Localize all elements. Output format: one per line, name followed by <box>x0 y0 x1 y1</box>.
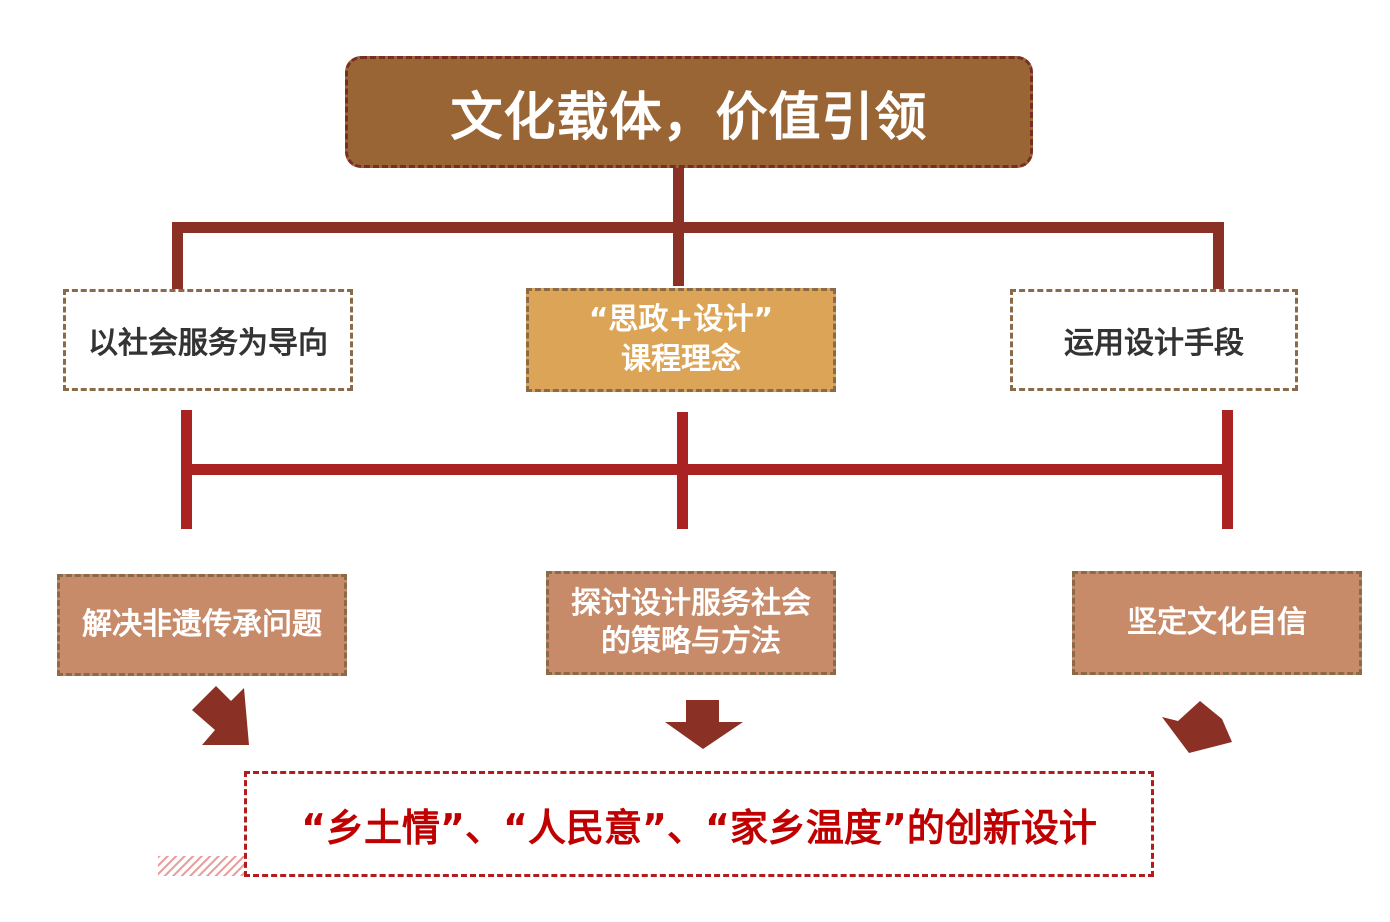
concept-node-center: “思政+设计” 课程理念 <box>526 288 836 392</box>
title-box: 文化载体，价值引领 <box>345 56 1033 168</box>
branch-drop-right <box>1213 222 1224 289</box>
outcome-box: “乡土情”、“人民意”、“家乡温度”的创新设计 <box>244 771 1154 877</box>
result-node-left-text: 解决非遗传承问题 <box>82 607 322 642</box>
bracket-horizontal <box>181 464 1233 475</box>
outcome-text: “乡土情”、“人民意”、“家乡温度”的创新设计 <box>301 805 1097 850</box>
concept-node-left: 以社会服务为导向 <box>63 289 353 391</box>
branch-line-horizontal <box>172 222 1224 233</box>
arrows <box>192 686 1232 753</box>
concept-node-left-text: 以社会服务为导向 <box>88 326 328 361</box>
result-node-center: 探讨设计服务社会 的策略与方法 <box>546 571 836 675</box>
title-text: 文化载体，价值引领 <box>450 87 928 148</box>
decorative-hatch <box>158 856 246 876</box>
result-node-left: 解决非遗传承问题 <box>57 574 347 676</box>
arrow-down-icon <box>665 700 743 749</box>
result-node-right: 坚定文化自信 <box>1072 571 1362 675</box>
arrow-down-left-icon <box>192 686 249 745</box>
concept-node-center-text: “思政+设计” 课程理念 <box>588 302 774 377</box>
concept-node-right-text: 运用设计手段 <box>1064 326 1244 361</box>
branch-drop-left <box>172 222 183 289</box>
result-node-center-text: 探讨设计服务社会 的策略与方法 <box>571 586 811 659</box>
arrow-down-right-icon <box>1162 701 1232 753</box>
top-tree-connectors <box>172 168 1224 289</box>
concept-node-right: 运用设计手段 <box>1010 289 1298 391</box>
middle-bracket-connectors <box>181 410 1233 529</box>
result-node-right-text: 坚定文化自信 <box>1127 605 1307 640</box>
